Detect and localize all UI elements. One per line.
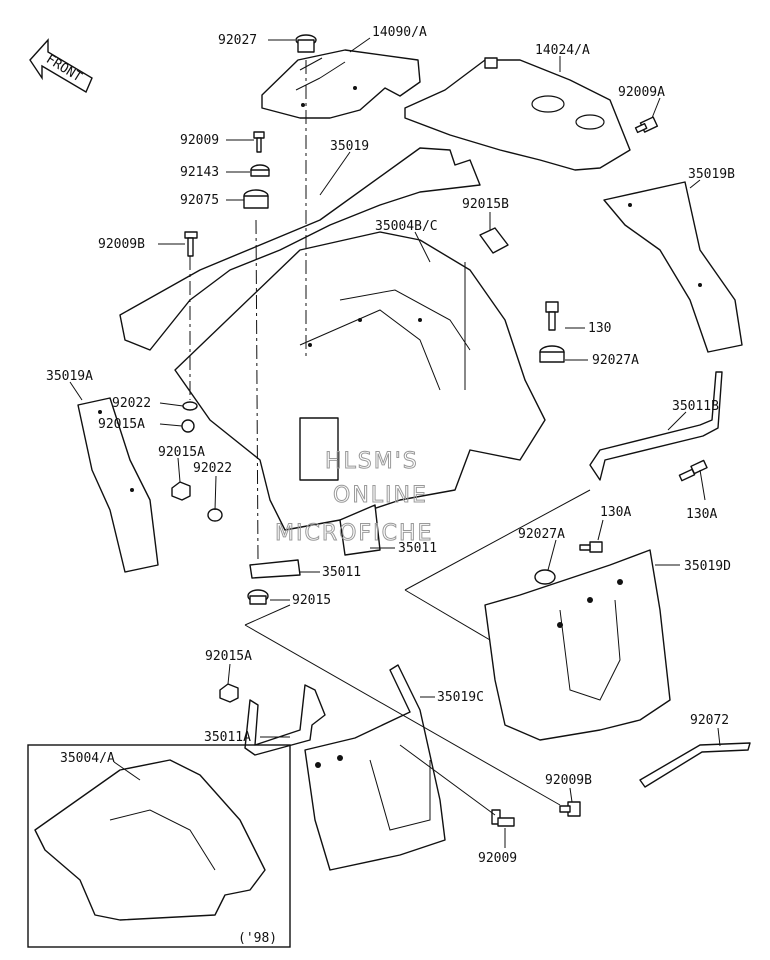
label-92075: 92075 <box>180 193 219 208</box>
rear-cover-part <box>404 57 631 171</box>
label-14024A: 14024/A <box>535 43 590 58</box>
label-92009B-lower: 92009B <box>545 773 592 788</box>
cable-tie-92072 <box>639 742 751 788</box>
bolt-92009B-lower <box>559 801 581 817</box>
label-35011-b: 35011 <box>322 565 361 580</box>
grommet-92027A <box>539 345 565 363</box>
label-92022-upper: 92022 <box>112 396 151 411</box>
label-92143: 92143 <box>180 165 219 180</box>
watermark-line3: MICROFICHE <box>275 521 433 546</box>
top-cover-part <box>261 49 421 119</box>
label-35019A: 35019A <box>46 369 93 384</box>
nut-92015A <box>181 419 195 433</box>
collar-92143 <box>250 164 270 177</box>
bolt-130A-lower <box>579 541 603 553</box>
label-35004A: 35004/A <box>60 751 115 766</box>
label-130A-mid: 130A <box>600 505 631 520</box>
grommet-92075 <box>243 189 269 209</box>
label-14090A: 14090/A <box>372 25 427 40</box>
stay-35011B <box>589 371 723 481</box>
mud-flap-35019D <box>484 549 671 741</box>
stay-35011 <box>249 504 381 579</box>
rear-fender-35004BC <box>174 231 546 531</box>
label-92015B: 92015B <box>462 197 509 212</box>
watermark-line2: ONLINE <box>333 483 428 508</box>
front-arrow-icon: FRONT <box>29 38 93 94</box>
grommet-92027 <box>295 34 317 53</box>
bolt-92009B <box>184 231 198 257</box>
label-92027: 92027 <box>218 33 257 48</box>
label-92072: 92072 <box>690 713 729 728</box>
inset-note: ('98) <box>238 931 277 946</box>
stay-35011A <box>244 684 326 756</box>
mud-flap-35019C <box>304 664 446 871</box>
mud-flap-35019A <box>77 397 159 573</box>
bolt-92009 <box>253 131 265 153</box>
clip-92015B <box>479 227 509 254</box>
nut-92015A-lower <box>171 481 191 501</box>
washer-92022-lower <box>207 508 223 522</box>
mud-flap-35019B <box>603 181 743 353</box>
label-35019: 35019 <box>330 139 369 154</box>
washer-92022 <box>182 401 198 411</box>
watermark-line1: HLSM'S <box>325 449 419 474</box>
label-35011B: 35011B <box>672 399 719 414</box>
label-35004BC: 35004B/C <box>375 219 438 234</box>
label-92027A: 92027A <box>592 353 639 368</box>
label-35011-a: 35011 <box>398 541 437 556</box>
bolt-92009A <box>634 116 659 134</box>
label-35019C: 35019C <box>437 690 484 705</box>
label-130A-right: 130A <box>686 507 717 522</box>
watermark: HLSM'S ONLINE MICROFICHE <box>275 449 433 547</box>
nut-92015A-bottom <box>219 683 239 703</box>
label-35011A: 35011A <box>204 730 251 745</box>
label-92009B: 92009B <box>98 237 145 252</box>
label-130: 130 <box>588 321 611 336</box>
label-92015: 92015 <box>292 593 331 608</box>
grommet-92027A-lower <box>534 569 556 585</box>
bolt-92009-lower <box>491 809 515 827</box>
label-92009-lower: 92009 <box>478 851 517 866</box>
label-92015A-upper: 92015A <box>98 417 145 432</box>
part-labels: 92027 14090/A 14024/A 92009A 92009 92143… <box>46 25 735 866</box>
nut-92015 <box>247 589 269 605</box>
label-92009A: 92009A <box>618 85 665 100</box>
label-92027A-lower: 92027A <box>518 527 565 542</box>
label-92009: 92009 <box>180 133 219 148</box>
mud-flap-35019 <box>119 147 481 351</box>
bolt-130A <box>678 459 708 482</box>
bolt-130 <box>545 301 559 331</box>
label-35019D: 35019D <box>684 559 731 574</box>
inset-1998: ('98) <box>27 744 291 948</box>
label-35019B: 35019B <box>688 167 735 182</box>
label-92015A-lower: 92015A <box>205 649 252 664</box>
label-92022-mid: 92022 <box>193 461 232 476</box>
leader-lines <box>69 37 721 848</box>
label-92015A-mid: 92015A <box>158 445 205 460</box>
